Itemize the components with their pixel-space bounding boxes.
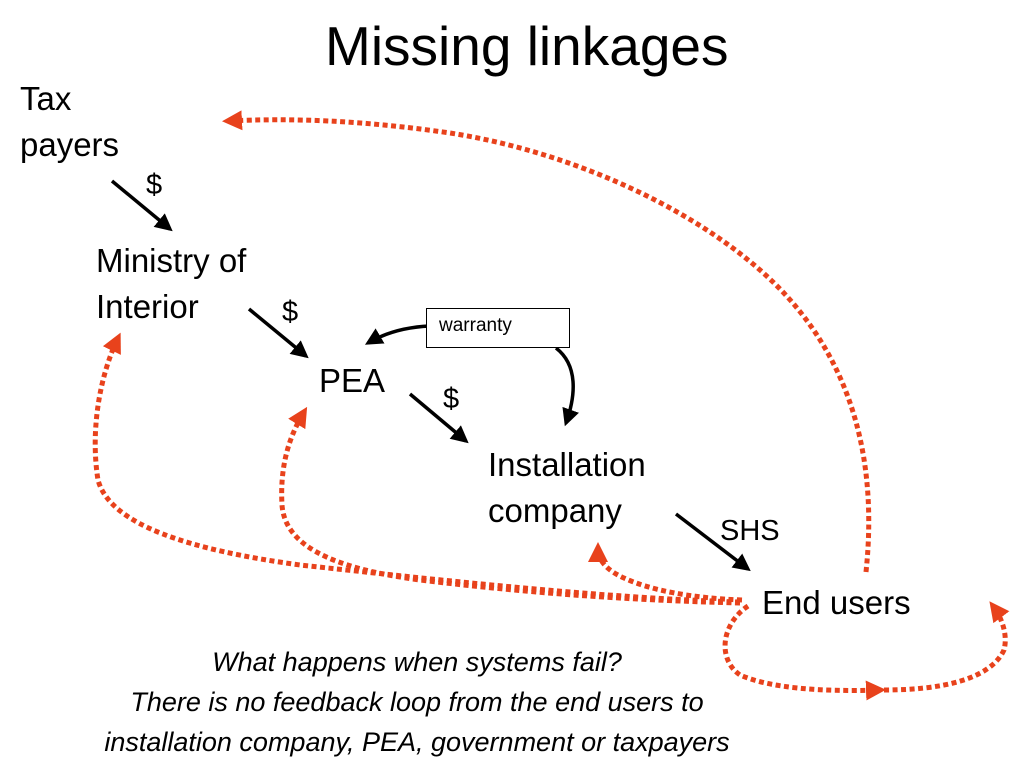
footer-line-1: What happens when systems fail? — [212, 647, 622, 677]
node-tax-payers-line-1: Tax — [20, 80, 72, 117]
label-tax-to-ministry: $ — [146, 169, 163, 201]
node-ministry-line-2: Interior — [96, 288, 199, 325]
arrow-pea-to-installer — [408, 392, 469, 444]
slide-title: Missing linkages — [325, 15, 729, 77]
arrow-installer-to-users — [674, 512, 751, 572]
node-ministry: Ministry of Interior — [96, 238, 246, 330]
feedback-users-to-pea — [279, 406, 741, 606]
footer-caption: What happens when systems fail? There is… — [0, 642, 834, 762]
node-installation-company: Installation company — [488, 442, 646, 534]
label-pea-to-installer: $ — [443, 383, 460, 415]
feedback-users-self-loop — [722, 603, 886, 701]
node-tax-payers-line-2: payers — [20, 126, 120, 163]
label-installer-to-users: SHS — [720, 515, 780, 547]
arrow-warranty-to-installer — [554, 346, 579, 427]
footer-line-2: There is no feedback loop from the end u… — [130, 687, 704, 717]
node-pea: PEA — [319, 362, 386, 399]
warranty-box: warranty — [426, 308, 570, 348]
label-ministry-to-pea: $ — [282, 296, 299, 328]
feedback-users-to-installer — [588, 542, 743, 603]
arrow-warranty-to-pea — [364, 324, 431, 345]
node-installer-line-1: Installation — [488, 446, 646, 483]
feedback-users-to-ministry — [92, 332, 741, 605]
footer-line-3: installation company, PEA, government or… — [104, 727, 730, 757]
node-ministry-line-1: Ministry of — [96, 242, 247, 279]
node-end-users: End users — [762, 584, 911, 621]
arrow-ministry-to-pea — [247, 307, 309, 359]
feedback-users-right-loop — [883, 601, 1010, 693]
node-installer-line-2: company — [488, 492, 622, 529]
feedback-users-to-taxpayers — [222, 110, 872, 573]
node-tax-payers: Tax payers — [20, 76, 119, 168]
arrow-tax-to-ministry — [110, 179, 173, 232]
